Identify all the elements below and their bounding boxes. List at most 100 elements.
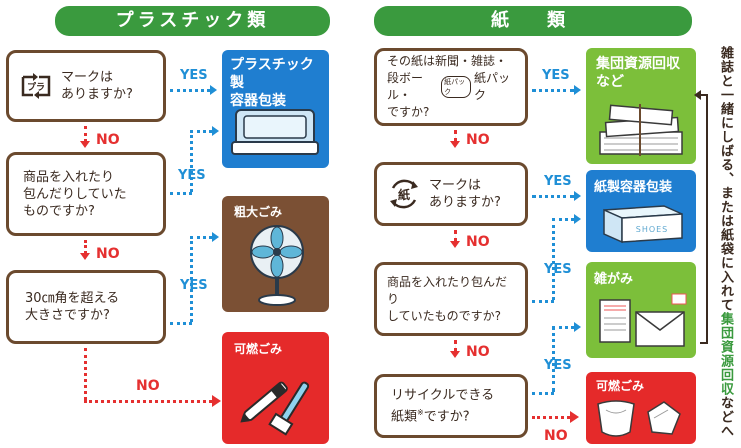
pen-and-razor-icon: [240, 381, 310, 436]
arrow-right-icon: [212, 232, 219, 242]
envelope-and-postcard-icon: [599, 293, 687, 347]
arrow-down-icon: [80, 141, 90, 148]
arrow-right-icon: [212, 395, 221, 407]
paper-q1-line3: ですか?: [387, 105, 430, 119]
plastic-question-mark: プラ マークは ありますか?: [6, 50, 166, 122]
no-label: NO: [96, 132, 120, 148]
no-label: NO: [466, 132, 490, 148]
yes-connector: [532, 89, 574, 92]
yes-connector: [190, 130, 212, 133]
paper-q1-line2-text: 段ボール・: [387, 71, 424, 102]
no-connector: [84, 240, 87, 254]
result-group-collection-label: 集団資源回収 など: [596, 56, 680, 90]
electric-fan-icon: [250, 225, 304, 306]
result-plastic-label: プラスチック製 容器包装: [230, 57, 314, 109]
paper-question-newspaper: その紙は新聞・雑誌・ 段ボール・ 紙パック 紙パック ですか?: [374, 48, 528, 126]
shoe-box-icon: SHOES: [603, 205, 683, 244]
pla-recycle-mark-icon: プラ: [21, 73, 51, 99]
yes-connector: [170, 89, 210, 92]
no-connector: [532, 416, 570, 419]
svg-text:SHOES: SHOES: [636, 225, 669, 234]
yes-connector: [170, 322, 192, 325]
yes-connector: [552, 326, 574, 329]
result-paper-packaging: 紙製容器包装 SHOES: [586, 170, 696, 252]
plastic-tray-icon: [231, 109, 319, 155]
paper-question-mark: 紙 マークは ありますか?: [374, 162, 528, 226]
side-return-line: [700, 342, 708, 344]
arrow-down-icon: [450, 141, 460, 148]
result-misc-paper: 雑がみ: [586, 262, 696, 358]
paper-q1-line2: 段ボール・ 紙パック 紙パック: [387, 70, 515, 104]
no-connector: [84, 348, 87, 400]
result-plastic-packaging: プラスチック製 容器包装: [222, 50, 329, 168]
result-misc-paper-label: 雑がみ: [594, 272, 634, 287]
plastic-q1-text: マークは ありますか?: [61, 70, 133, 102]
arrow-right-icon: [212, 126, 219, 136]
arrow-right-icon: [574, 85, 581, 95]
paper-pack-mark-icon: 紙パック: [441, 76, 472, 98]
result-combustible-label: 可燃ごみ: [234, 342, 283, 356]
paper-q2-text: マークは ありますか?: [429, 178, 501, 210]
no-connector: [84, 126, 87, 142]
no-connector: [84, 400, 212, 403]
arrow-down-icon: [450, 241, 460, 248]
arrow-right-icon: [574, 191, 581, 201]
paper-header: 紙 類: [374, 6, 692, 36]
yes-label: YES: [544, 358, 572, 373]
yes-connector: [170, 192, 192, 195]
diaper-and-tissue-icon: [597, 400, 681, 437]
yes-connector: [190, 236, 193, 322]
paper-q4-line1: リサイクルできる: [391, 387, 495, 403]
plastic-question-packaging: 商品を入れたり 包んだりしていた ものですか?: [6, 152, 166, 236]
yes-label: YES: [544, 174, 572, 189]
arrow-right-icon: [570, 411, 579, 423]
yes-label: YES: [542, 68, 570, 83]
yes-label: YES: [180, 278, 208, 293]
result-oversized-label: 粗大ごみ: [234, 205, 283, 219]
arrow-right-icon: [210, 85, 217, 95]
paper-q1-line1: その紙は新聞・雑誌・: [387, 54, 508, 68]
arrow-down-icon: [450, 351, 460, 358]
yes-connector: [532, 300, 554, 303]
yes-label: YES: [544, 262, 572, 277]
paper-question-packaging: 商品を入れたり包んだり していたものですか?: [374, 262, 528, 336]
no-label: NO: [136, 378, 160, 394]
yes-connector: [190, 130, 193, 192]
arrow-right-icon: [574, 322, 581, 332]
paper-q4-line2-text: 紙類: [391, 409, 418, 425]
side-instruction: 雑誌と一緒にしばる、または紙袋に入れて集団資源回収などへ: [716, 46, 735, 446]
svg-text:紙: 紙: [398, 187, 410, 202]
result-group-collection: 集団資源回収 など: [586, 48, 696, 164]
newspaper-bundle-icon: [599, 104, 683, 156]
no-connector: [454, 230, 457, 242]
svg-text:プラ: プラ: [27, 81, 45, 93]
arrow-right-icon: [574, 214, 581, 224]
plastic-header: プラスチック類: [55, 6, 330, 36]
plastic-q3-text: 30㎝角を超える 大きさですか?: [25, 291, 120, 323]
yes-connector: [552, 326, 555, 392]
yes-label: YES: [180, 68, 208, 83]
no-label: NO: [466, 344, 490, 360]
result-combustible-waste-paper: 可燃ごみ: [586, 372, 696, 444]
no-connector: [454, 340, 457, 352]
yes-connector: [532, 195, 574, 198]
result-combustible-waste-plastic: 可燃ごみ: [222, 332, 329, 444]
yes-connector: [552, 218, 555, 300]
yes-connector: [552, 218, 574, 221]
paper-recycle-mark-icon: 紙: [390, 179, 418, 209]
arrow-left-icon: [694, 90, 701, 100]
no-connector: [454, 130, 457, 142]
result-combustible-paper-label: 可燃ごみ: [596, 379, 645, 393]
no-label: NO: [96, 246, 120, 262]
yes-connector: [190, 236, 212, 239]
side-return-line: [700, 94, 708, 96]
paper-q3-text: 商品を入れたり包んだり していたものですか?: [387, 274, 508, 323]
paper-q1-line2-pack: 紙パック: [474, 71, 511, 102]
result-oversized-waste: 粗大ごみ: [222, 196, 329, 312]
paper-q4-line2-end: ですか?: [423, 409, 470, 425]
side-instruction-end: などへ: [718, 396, 733, 438]
side-return-line: [706, 94, 708, 342]
paper-question-recyclable: リサイクルできる 紙類※ですか?: [374, 374, 528, 438]
footnote-mark: ※: [417, 407, 424, 417]
side-instruction-highlight: 集団資源回収: [718, 312, 733, 396]
